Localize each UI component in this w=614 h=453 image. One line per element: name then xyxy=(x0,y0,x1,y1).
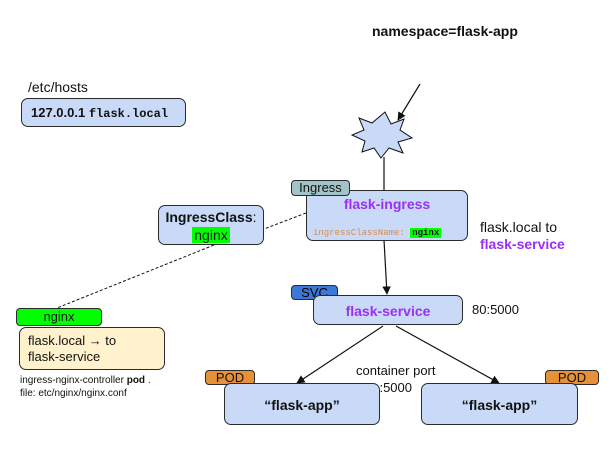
traffic-burst-icon xyxy=(350,111,414,159)
service-to-pod-right-arrow xyxy=(395,325,500,384)
nginx-pod-caption: ingress-nginx-controller pod . file: etc… xyxy=(20,374,151,400)
container-port-line1: container port xyxy=(356,363,436,378)
pod-name-left: “flask-app” xyxy=(264,397,340,413)
ingress-class-box: IngressClass: nginx xyxy=(158,205,264,245)
pod-box-left: “flask-app” xyxy=(224,383,380,425)
nginx-route-box: flask.local → to flask-service xyxy=(19,327,165,370)
ingress-class-name-key: ingressClassName: xyxy=(313,228,405,238)
service-box: flask-service xyxy=(313,295,463,325)
pod-name-right: “flask-app” xyxy=(461,397,538,413)
ingress-to-service-arrow xyxy=(382,239,391,295)
nginx-pod-caption-suffix: . xyxy=(145,375,151,386)
pod-box-right: “flask-app” xyxy=(421,383,578,425)
nginx-tag: nginx xyxy=(16,308,102,326)
ingress-route-line2: flask-service xyxy=(480,236,565,252)
ingress-class-title-line: IngressClass: xyxy=(159,208,263,226)
service-to-pod-left-arrow xyxy=(296,325,384,384)
hosts-file-label: /etc/hosts xyxy=(28,79,88,95)
incoming-traffic-arrow xyxy=(397,83,421,121)
ingress-class-colon: : xyxy=(252,209,257,225)
container-port-line2: :5000 xyxy=(379,380,413,395)
ingress-class-name-field: ingressClassName: nginx xyxy=(313,228,442,238)
nginx-pod-caption-bold: pod xyxy=(126,375,146,386)
nginx-route-line2: flask-service xyxy=(28,349,101,364)
nginx-pod-caption-prefix: ingress-nginx-controller xyxy=(20,375,127,386)
class-to-nginx-dashed-link xyxy=(56,244,215,309)
nginx-route-line1: flask.local → to xyxy=(28,333,117,348)
service-name: flask-service xyxy=(345,303,431,319)
ingress-name: flask-ingress xyxy=(343,196,431,212)
ingress-box: flask-ingress ingressClassName: nginx xyxy=(306,190,468,241)
ingress-tag: Ingress xyxy=(291,180,350,196)
ingress-class-value-line: nginx xyxy=(159,226,263,244)
nginx-file-caption: file: etc/nginx/nginx.conf xyxy=(20,388,127,399)
hosts-hostname: flask.local xyxy=(88,107,169,121)
hosts-entry-box: 127.0.0.1 flask.local xyxy=(21,98,186,127)
ingress-class-title: IngressClass xyxy=(165,209,253,225)
ingress-to-class-dashed-link xyxy=(263,212,307,230)
nginx-pod-caption-line: ingress-nginx-controller pod . xyxy=(20,374,151,387)
service-ports: 80:5000 xyxy=(472,302,519,317)
ingress-route-note: flask.local to flask-service xyxy=(480,219,565,253)
namespace-title: namespace=flask-app xyxy=(372,23,518,39)
ingress-class-name-value: nginx xyxy=(410,228,442,238)
container-port-note: container port :5000 xyxy=(356,362,436,396)
ingress-class-value: nginx xyxy=(192,227,230,243)
hosts-ip: 127.0.0.1 xyxy=(31,105,86,120)
ingress-route-line1: flask.local to xyxy=(480,219,558,235)
